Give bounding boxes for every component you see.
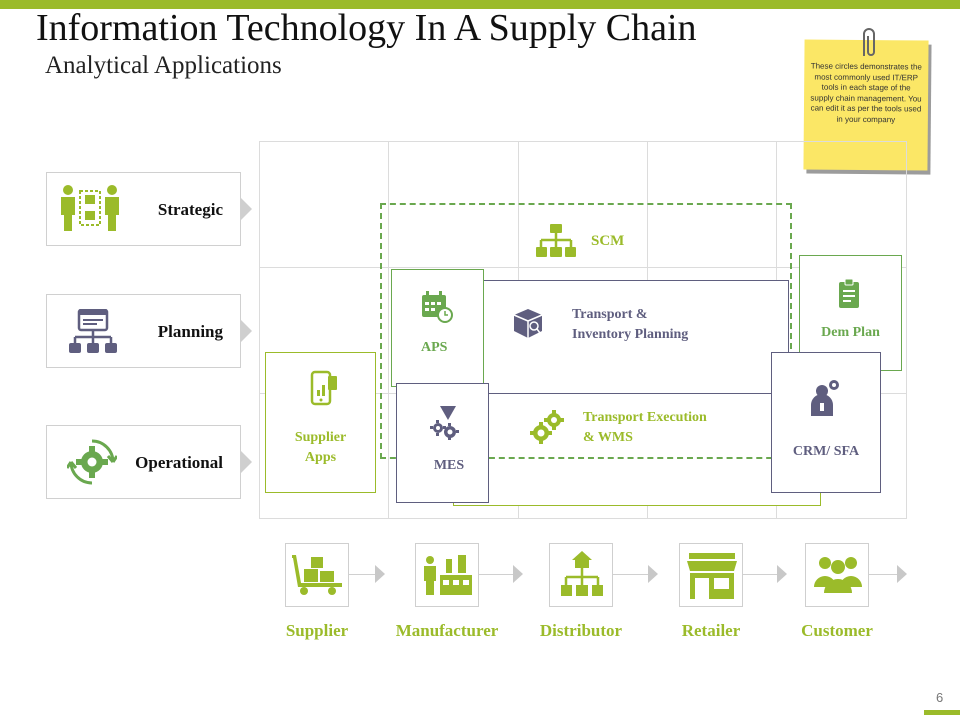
chain-manufacturer-label: Manufacturer — [395, 621, 499, 640]
page-number-accent — [924, 710, 960, 715]
level-planning-arrow — [241, 320, 252, 342]
page-number: 6 — [936, 690, 944, 705]
paperclip-icon — [863, 28, 875, 56]
chain-distributor-label: Distributor — [539, 621, 623, 640]
crm-sfa-label: CRM/ SFA — [792, 444, 860, 459]
level-planning-label: Planning — [157, 322, 223, 341]
transport-inventory-box — [429, 280, 789, 394]
aps-box — [391, 269, 484, 387]
chain-connector — [869, 574, 897, 575]
supplier-apps-label: Supplier Apps — [265, 428, 376, 468]
customers-group-icon — [814, 557, 862, 593]
chain-manufacturer-box — [415, 543, 479, 607]
aps-label: APS — [421, 340, 448, 355]
transport-inventory-line1: Transport & — [572, 307, 648, 322]
factory-worker-icon — [424, 555, 472, 595]
chain-arrow — [375, 565, 385, 583]
chain-customer-box — [805, 543, 869, 607]
crm-sfa-box — [771, 352, 881, 493]
level-operational-label: Operational — [135, 453, 223, 472]
top-accent-bar — [0, 0, 960, 9]
scm-label: SCM — [591, 233, 625, 249]
supplier-apps-box — [265, 352, 376, 493]
matrix-grid — [259, 141, 907, 519]
chain-arrow — [897, 565, 907, 583]
org-chart-icon — [536, 224, 576, 257]
level-strategic: Strategic — [46, 172, 241, 246]
transport-inventory-line2: Inventory Planning — [572, 327, 689, 342]
chain-retailer-label: Retailer — [681, 621, 741, 640]
manufacturing-gears-icon — [430, 406, 459, 440]
scm-box — [380, 203, 792, 459]
mobile-chart-icon — [310, 370, 337, 406]
chain-arrow — [648, 565, 658, 583]
grid-line — [388, 141, 389, 519]
grid-line — [259, 267, 907, 268]
strategy-people-icon — [61, 185, 119, 231]
hand-truck-boxes-icon — [292, 555, 342, 595]
chain-retailer-box — [679, 543, 743, 607]
customer-support-icon — [811, 380, 839, 416]
dem-plan-box — [799, 255, 902, 371]
chain-distributor-box — [549, 543, 613, 607]
chain-connector — [613, 574, 648, 575]
operational-gear-cycle-icon — [67, 439, 117, 485]
level-strategic-label: Strategic — [157, 200, 223, 219]
transport-execution-line2: & WMS — [583, 430, 633, 445]
transport-execution-line1: Transport Execution — [583, 410, 707, 425]
level-operational-arrow — [241, 451, 252, 473]
calendar-clock-icon — [422, 291, 453, 323]
level-operational: Operational — [46, 425, 241, 499]
gears-icon — [530, 410, 564, 444]
level-strategic-arrow — [241, 198, 252, 220]
sticky-note-text: These circles demonstrates the most comm… — [810, 61, 922, 124]
chain-arrow — [777, 565, 787, 583]
transport-inventory-label: Transport & Inventory Planning — [572, 305, 688, 345]
distribution-hierarchy-icon — [561, 551, 603, 596]
mes-box — [396, 383, 489, 503]
page-title: Information Technology In A Supply Chain — [36, 7, 697, 49]
chain-supplier-box — [285, 543, 349, 607]
package-search-icon — [513, 309, 543, 338]
supplier-apps-line2: Apps — [304, 450, 337, 465]
transport-execution-label: Transport Execution & WMS — [583, 408, 707, 448]
chain-arrow — [513, 565, 523, 583]
chain-customer-label: Customer — [801, 621, 873, 640]
supplier-apps-line1: Supplier — [294, 430, 347, 445]
chain-connector — [743, 574, 777, 575]
page-subtitle: Analytical Applications — [45, 52, 282, 79]
planning-hierarchy-icon — [69, 309, 117, 353]
storefront-icon — [687, 553, 737, 599]
chain-connector — [479, 574, 513, 575]
chain-supplier-label: Supplier — [285, 621, 349, 640]
mes-label: MES — [433, 458, 465, 473]
level-planning: Planning — [46, 294, 241, 368]
dem-plan-label: Dem Plan — [821, 325, 880, 340]
clipboard-icon — [839, 279, 859, 308]
chain-connector — [349, 574, 375, 575]
